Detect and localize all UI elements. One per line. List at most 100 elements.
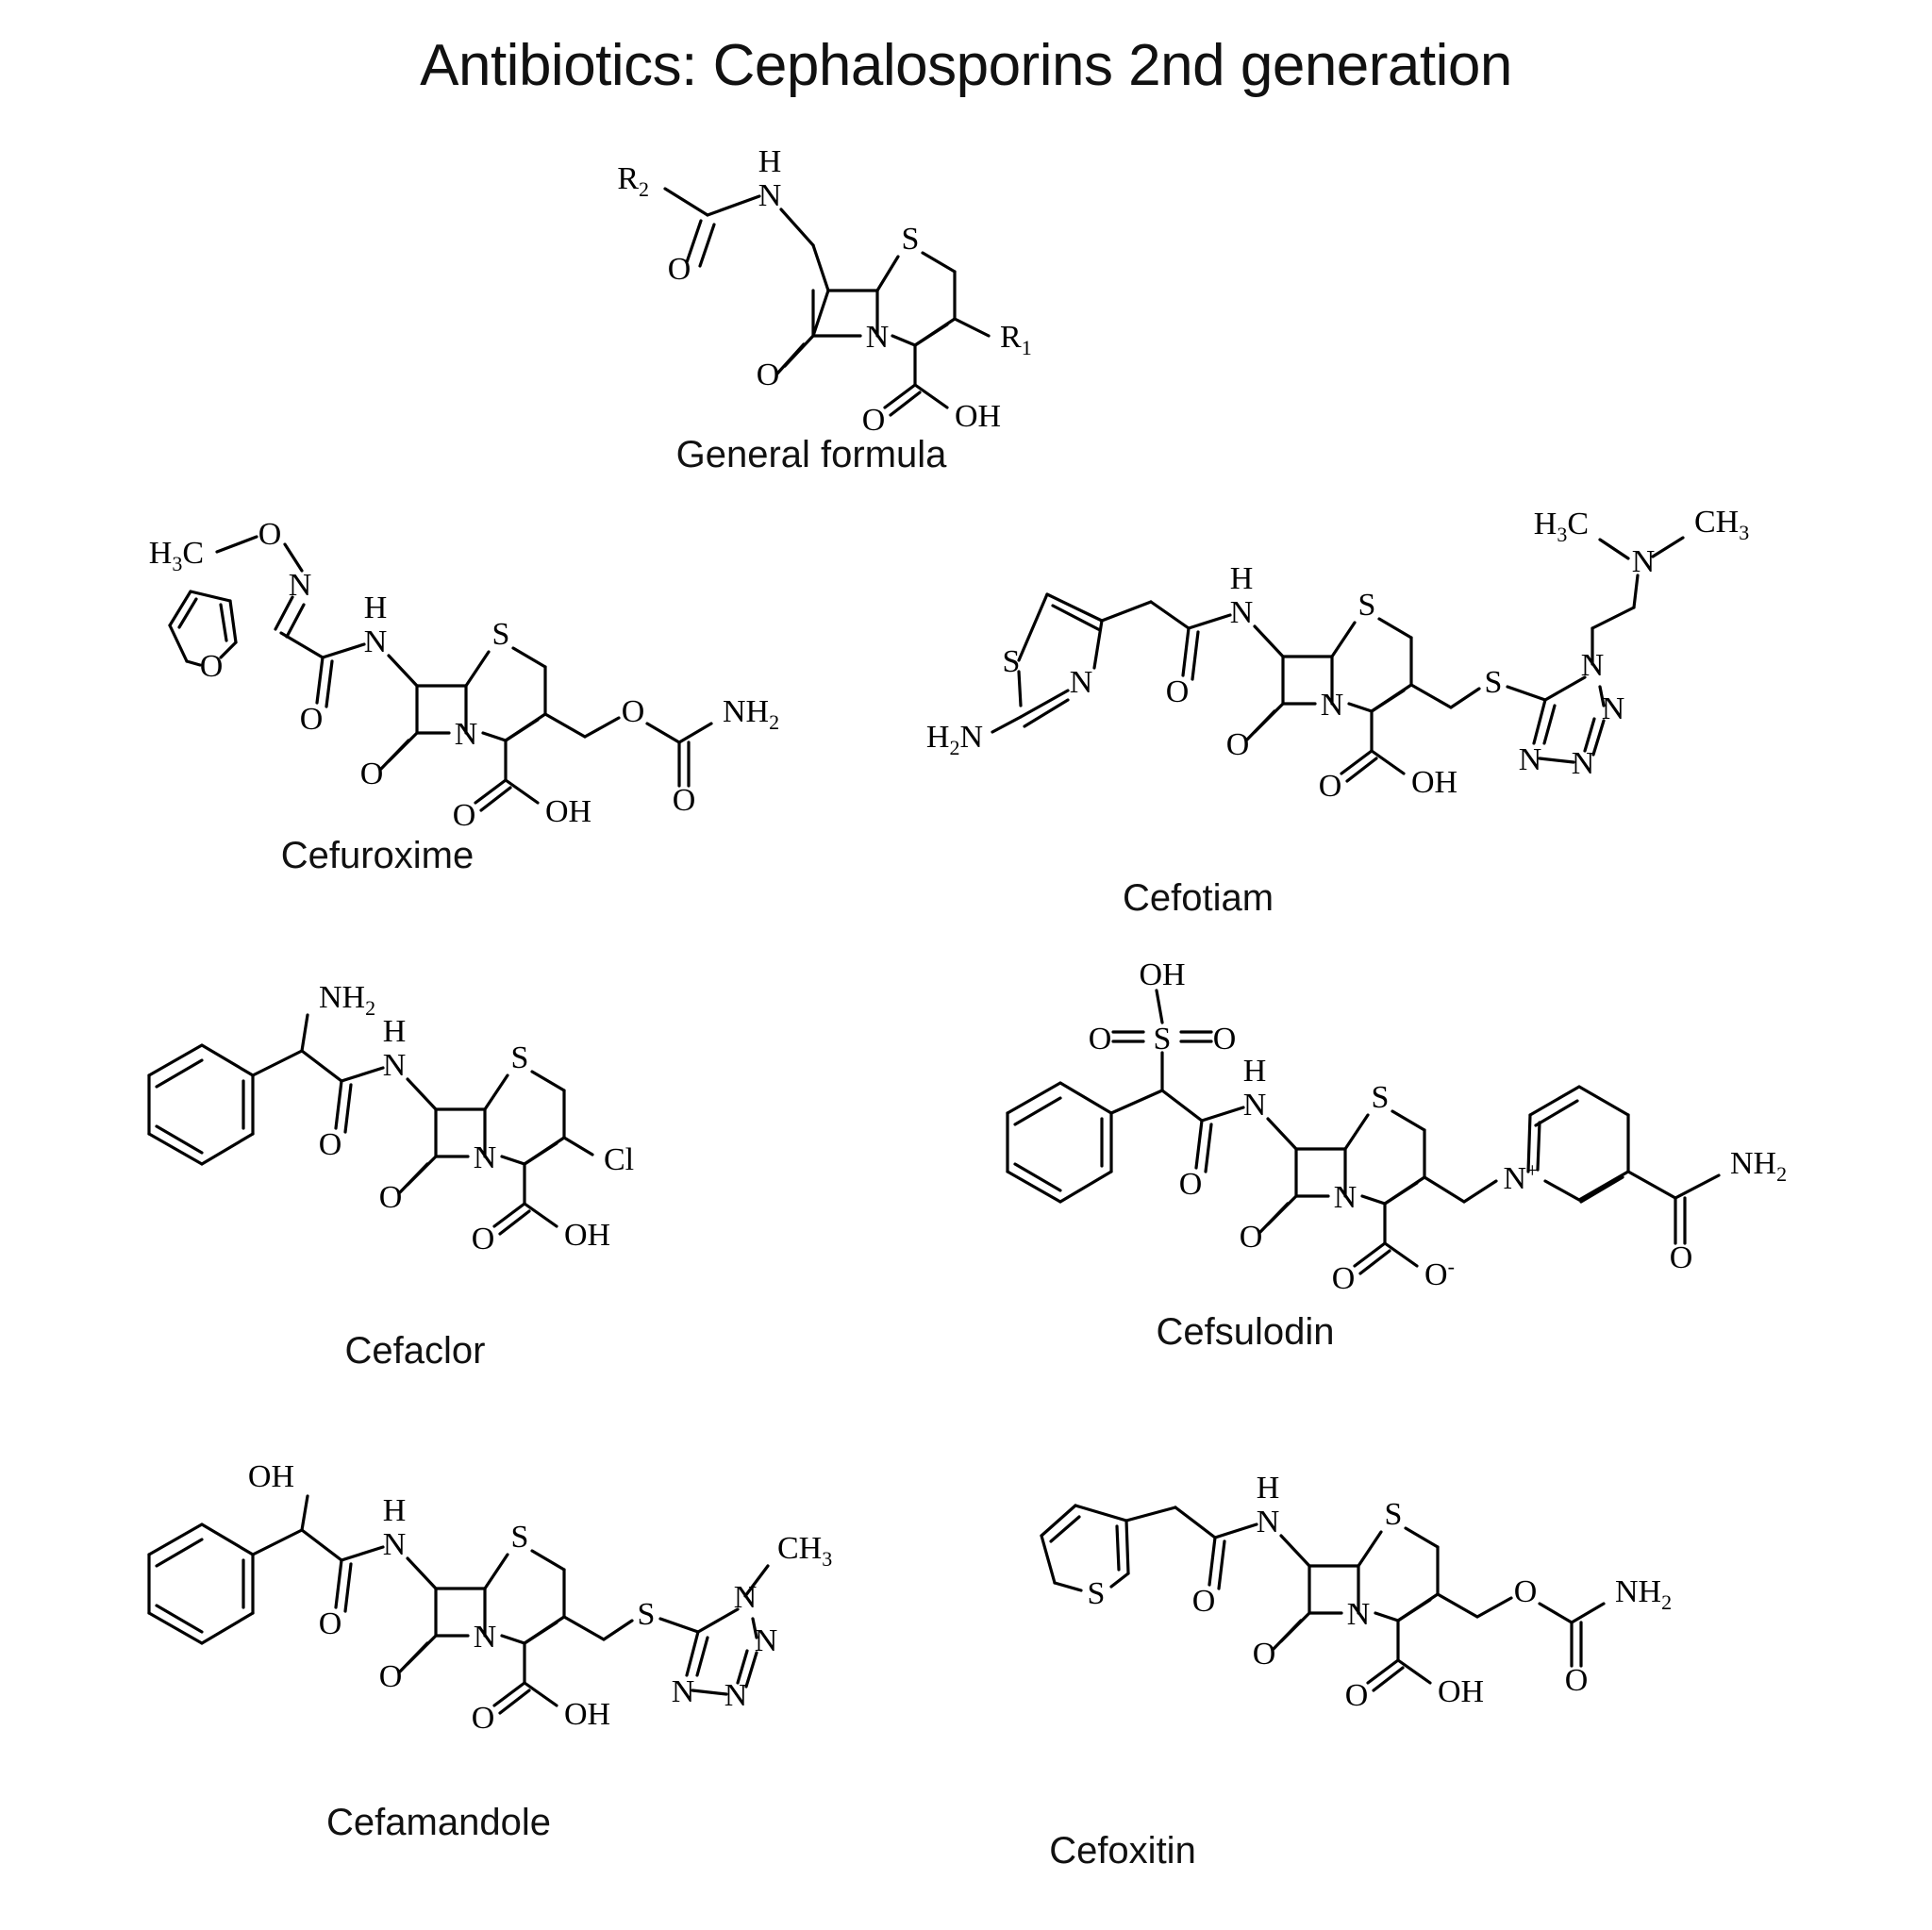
label-acid-o: O <box>472 1222 495 1256</box>
label-carboxylate-o: O- <box>1424 1255 1455 1292</box>
label-thioether-s: S <box>1485 665 1503 700</box>
page-title: Antibiotics: Cephalosporins 2nd generati… <box>420 33 1512 98</box>
structure-cefaclor: NH2 O H N S N O Cl O OH Cefaclor <box>123 980 764 1377</box>
caption-cefuroxime: Cefuroxime <box>280 835 475 876</box>
caption-general-formula: General formula <box>675 434 947 475</box>
label-core-n: N <box>455 717 478 752</box>
label-nh2: NH2 <box>1615 1574 1672 1614</box>
label-core-s: S <box>492 617 510 652</box>
label-acid-o: O <box>862 403 886 438</box>
label-n-methyl: CH3 <box>777 1531 832 1571</box>
label-sulfo-o-left: O <box>1089 1022 1112 1057</box>
structure-cefsulodin: OH S O O O H N S N O O O- N+ O NH2 Cefsu… <box>981 957 1924 1353</box>
label-chloro: Cl <box>604 1142 634 1177</box>
label-sulfur: S <box>1154 1022 1172 1057</box>
label-tetrazole-n3: N <box>724 1678 748 1713</box>
label-amide-o: O <box>1179 1167 1203 1202</box>
label-amide-o: O <box>1192 1584 1216 1619</box>
label-core-n: N <box>1321 688 1344 723</box>
label-nh-n: N <box>758 178 782 213</box>
label-h3c-left: H3C <box>1534 507 1589 546</box>
label-amide-o: O <box>319 1606 342 1641</box>
label-tetrazole-n2: N <box>755 1623 778 1658</box>
general-formula-svg: R2 O H N S N O R1 O OH <box>617 144 1032 438</box>
structure-cefoxitin: S O H N S N O O OH O O NH2 Cefoxitin <box>1028 1471 1858 1877</box>
label-sulfo-o-right: O <box>1213 1022 1237 1057</box>
cefuroxime-svg: H3C O N O O H N S N O O OH O O NH2 <box>149 517 779 833</box>
cefsulodin-svg: OH S O O O H N S N O O O- N+ O NH2 <box>1006 957 1787 1296</box>
label-amide-o: O <box>300 702 324 737</box>
label-acid-o: O <box>472 1701 495 1736</box>
label-carbamate-o: O <box>1565 1663 1589 1698</box>
label-core-n: N <box>866 320 890 355</box>
label-lactam-o: O <box>379 1180 403 1215</box>
label-amide-o: O <box>668 252 691 287</box>
label-acid-oh: OH <box>545 794 591 829</box>
label-tetrazole-n1: N <box>734 1580 758 1615</box>
caption-cefamandole: Cefamandole <box>326 1802 551 1843</box>
label-tetrazole-n1: N <box>1581 648 1605 683</box>
label-lactam-o: O <box>360 757 384 791</box>
label-pyridinium-n: N+ <box>1504 1158 1539 1196</box>
label-acid-o: O <box>453 798 476 833</box>
label-ch3-right: CH3 <box>1694 505 1749 544</box>
label-tetrazole-n4: N <box>1519 742 1542 777</box>
label-nh-h: H <box>1243 1054 1267 1089</box>
caption-cefsulodin: Cefsulodin <box>1156 1311 1335 1353</box>
label-lactam-o: O <box>379 1659 403 1694</box>
label-r1: R1 <box>1000 320 1032 359</box>
cefaclor-svg: NH2 O H N S N O Cl O OH <box>147 980 634 1256</box>
label-nh-n: N <box>364 624 388 659</box>
label-carbamate-o: O <box>673 783 696 818</box>
structure-general-formula: R2 O H N S N O R1 O OH General formula <box>566 144 1057 475</box>
label-h2n: H2N <box>926 720 983 759</box>
label-furan-o: O <box>200 649 224 684</box>
label-carboxamide-o: O <box>1670 1240 1693 1275</box>
caption-cefotiam: Cefotiam <box>1122 877 1274 919</box>
label-lactam-o: O <box>1240 1220 1263 1255</box>
label-thiophene-s: S <box>1088 1576 1106 1611</box>
caption-cefaclor: Cefaclor <box>344 1330 486 1372</box>
label-tetrazole-n2: N <box>1602 691 1625 726</box>
label-nh-h: H <box>1257 1471 1280 1506</box>
label-core-n: N <box>1334 1180 1357 1215</box>
label-core-s: S <box>1372 1080 1390 1115</box>
caption-cefoxitin: Cefoxitin <box>1049 1830 1196 1872</box>
label-methoxy-o: O <box>258 517 282 552</box>
label-thioether-s: S <box>638 1597 656 1632</box>
label-ester-o: O <box>622 694 645 729</box>
label-imine-n: N <box>289 568 312 603</box>
label-acid-oh: OH <box>955 399 1001 434</box>
cefamandole-svg: OH O H N S N O O OH S N N N N CH3 <box>147 1459 832 1736</box>
label-nh-h: H <box>383 1493 407 1528</box>
label-acid-oh: OH <box>564 1697 610 1732</box>
label-core-s: S <box>1385 1497 1403 1532</box>
label-core-n: N <box>474 1620 497 1655</box>
label-ester-o: O <box>1514 1574 1538 1609</box>
label-sulfo-oh: OH <box>1139 957 1185 992</box>
label-core-s: S <box>1358 588 1376 623</box>
label-acid-oh: OH <box>1438 1674 1484 1709</box>
label-acid-o: O <box>1345 1678 1369 1713</box>
label-lactam-o: O <box>1226 727 1250 762</box>
label-tetrazole-n3: N <box>1572 746 1595 781</box>
label-acid-oh: OH <box>1411 765 1457 800</box>
label-core-s: S <box>511 1520 529 1555</box>
label-acid-oh: OH <box>564 1218 610 1253</box>
label-tetrazole-n4: N <box>672 1674 695 1709</box>
label-amide-o: O <box>1166 674 1190 709</box>
label-lactam-o: O <box>757 358 780 392</box>
label-nh-h: H <box>364 591 388 625</box>
structure-cefamandole: OH O H N S N O O OH S N N N N CH3 Cefama… <box>123 1459 877 1849</box>
label-nh-n: N <box>1230 595 1254 630</box>
label-amide-o: O <box>319 1127 342 1162</box>
label-dimethylamino-n: N <box>1632 544 1656 579</box>
label-r2: R2 <box>617 161 649 201</box>
label-h3c: H3C <box>149 536 204 575</box>
label-nh-n: N <box>383 1527 407 1562</box>
label-core-s: S <box>902 222 920 257</box>
label-acid-o: O <box>1319 769 1342 804</box>
label-nh-h: H <box>1230 561 1254 596</box>
label-nh-n: N <box>1257 1505 1280 1539</box>
label-nh2: NH2 <box>1730 1146 1787 1186</box>
